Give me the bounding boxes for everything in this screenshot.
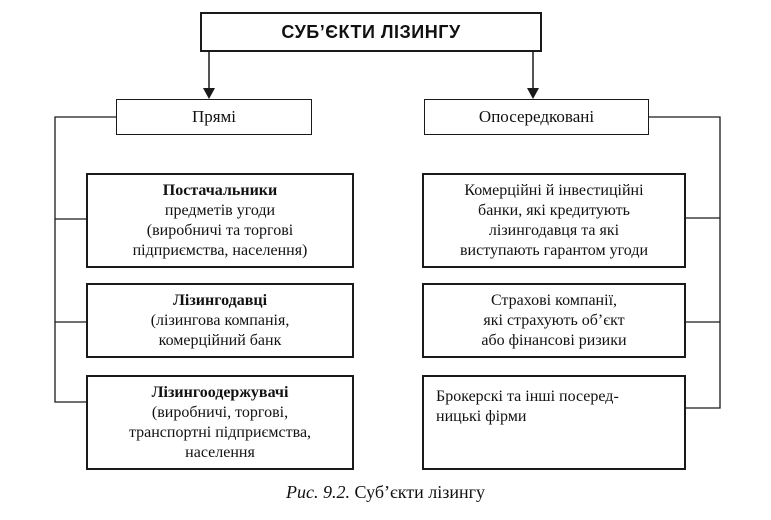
category-direct-box: Прямі (116, 99, 312, 135)
lessees-box: Лізингоодержувачі (виробничі, торгові, т… (86, 375, 354, 470)
banks-line: виступають гарантом угоди (459, 241, 649, 259)
category-direct-label: Прямі (191, 107, 237, 126)
lessees-line: транспортні підприємства, (128, 423, 312, 441)
figure-caption: Рис. 9.2. Суб’єкти лізингу (0, 482, 771, 503)
suppliers-line: підприємства, населення) (132, 241, 308, 259)
insurers-line: які страхують об’єкт (483, 311, 625, 329)
lessors-line: (лізингова компанія, (150, 311, 290, 329)
caption-text: Суб’єкти лізингу (350, 482, 485, 502)
arrow-left-head (203, 88, 215, 99)
arrow-right-head (527, 88, 539, 99)
suppliers-line: предметів угоди (164, 201, 276, 219)
banks-line: банки, які кредитують (478, 201, 630, 219)
banks-box: Комерційні й інвестиційні банки, які кре… (422, 173, 686, 268)
lessees-line: (виробничі, торгові, (151, 403, 289, 421)
suppliers-line: (виробничі та торгові (146, 221, 294, 239)
suppliers-box: Постачальники предметів угоди (виробничі… (86, 173, 354, 268)
lessors-line: комерційний банк (158, 331, 282, 349)
lessors-heading: Лізингодавці (172, 291, 268, 309)
lessees-line: населення (185, 443, 255, 461)
brokers-line: Брокерскі та інші посеред- (436, 388, 619, 405)
lessors-box: Лізингодавці (лізингова компанія, комерц… (86, 283, 354, 358)
brokers-box: Брокерскі та інші посеред- ницькі фірми (422, 375, 686, 470)
category-indirect-label: Опосередковані (478, 107, 595, 126)
suppliers-heading: Постачальники (162, 181, 278, 199)
caption-label: Рис. 9.2. (286, 482, 351, 502)
insurers-box: Страхові компанії, які страхують об’єкт … (422, 283, 686, 358)
lessees-heading: Лізингоодержувачі (151, 383, 289, 401)
right-bracket-line (649, 116, 721, 409)
diagram-title: СУБ’ЄКТИ ЛІЗИНГУ (281, 21, 461, 42)
insurers-line: або фінансові ризики (481, 331, 627, 349)
banks-line: Комерційні й інвестиційні (464, 181, 644, 199)
insurers-line: Страхові компанії, (490, 291, 618, 309)
title-box: СУБ’ЄКТИ ЛІЗИНГУ (200, 12, 542, 52)
banks-line: лізингодавця та які (488, 221, 620, 239)
brokers-line: ницькі фірми (436, 408, 527, 425)
left-bracket-line (54, 116, 116, 403)
category-indirect-box: Опосередковані (424, 99, 649, 135)
